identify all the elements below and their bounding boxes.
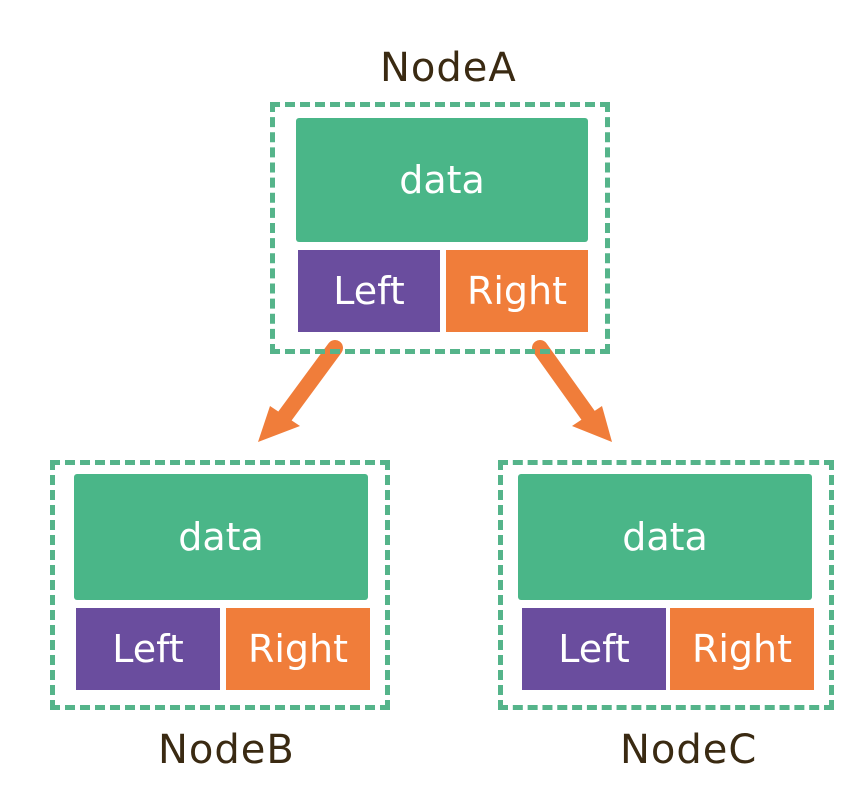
edge-a-to-c (532, 340, 612, 442)
node-b-frame (50, 460, 390, 710)
node-b-data-cell: data (74, 474, 368, 600)
node-b-right-cell: Right (226, 608, 370, 690)
node-c-title: NodeC (620, 727, 758, 773)
node-a-data-cell: data (296, 118, 588, 242)
node-a-right-cell: Right (446, 250, 588, 332)
edge-a-to-b (258, 340, 343, 442)
node-c-data-cell: data (518, 474, 812, 600)
node-c-left-cell: Left (522, 608, 666, 690)
node-a-frame (270, 102, 610, 354)
node-b-title: NodeB (158, 727, 295, 773)
node-a-left-cell: Left (298, 250, 440, 332)
node-a-title: NodeA (380, 45, 517, 91)
node-c-frame (498, 460, 834, 710)
node-c-right-cell: Right (670, 608, 814, 690)
node-b-left-cell: Left (76, 608, 220, 690)
